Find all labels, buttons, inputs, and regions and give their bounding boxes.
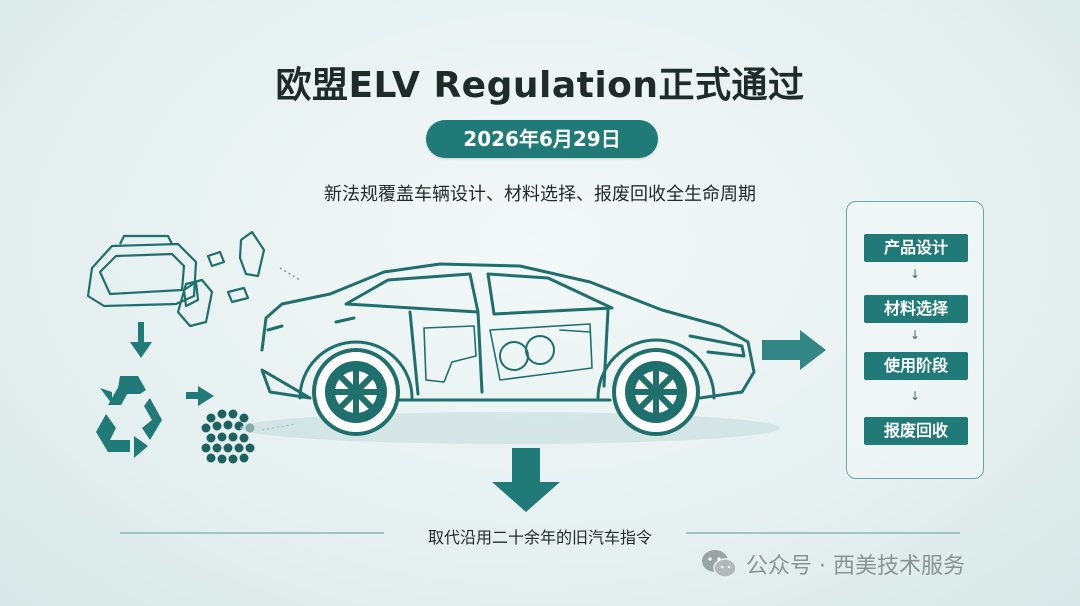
down-arrow-icon — [492, 448, 560, 512]
brand-name: 公众号 · 西美技术服务 — [746, 554, 965, 579]
lifecycle-flow: 产品设计 ↓ 材料选择 ↓ 使用阶段 ↓ 报废回收 — [846, 201, 984, 479]
down-arrow-icon — [130, 322, 152, 358]
chevron-down-icon: ↓ — [910, 328, 921, 342]
right-arrow-icon — [762, 330, 826, 370]
granules-icon — [201, 409, 255, 464]
page-title: 欧盟ELV Regulation正式通过 — [275, 65, 805, 106]
stage-usage: 使用阶段 — [864, 352, 968, 380]
rear-wheel — [612, 348, 700, 436]
stage-material-selection: 材料选择 — [864, 295, 968, 323]
footer-caption: 取代沿用二十余年的旧汽车指令 — [427, 528, 652, 547]
date-badge: 2026年6月29日 — [426, 120, 658, 158]
stage-product-design: 产品设计 — [864, 234, 968, 262]
chevron-down-icon: ↓ — [910, 267, 921, 281]
car-parts-icon — [86, 230, 266, 328]
wechat-icon — [702, 550, 737, 578]
chevron-down-icon: ↓ — [910, 389, 921, 403]
brand-watermark: 公众号 · 西美技术服务 — [700, 548, 965, 580]
recycling-process-illustration — [86, 230, 301, 464]
stage-end-of-life-recycling: 报废回收 — [864, 417, 968, 445]
right-arrow-icon — [186, 386, 214, 406]
subtitle: 新法规覆盖车辆设计、材料选择、报废回收全生命周期 — [324, 184, 756, 205]
recycle-icon — [96, 376, 162, 458]
